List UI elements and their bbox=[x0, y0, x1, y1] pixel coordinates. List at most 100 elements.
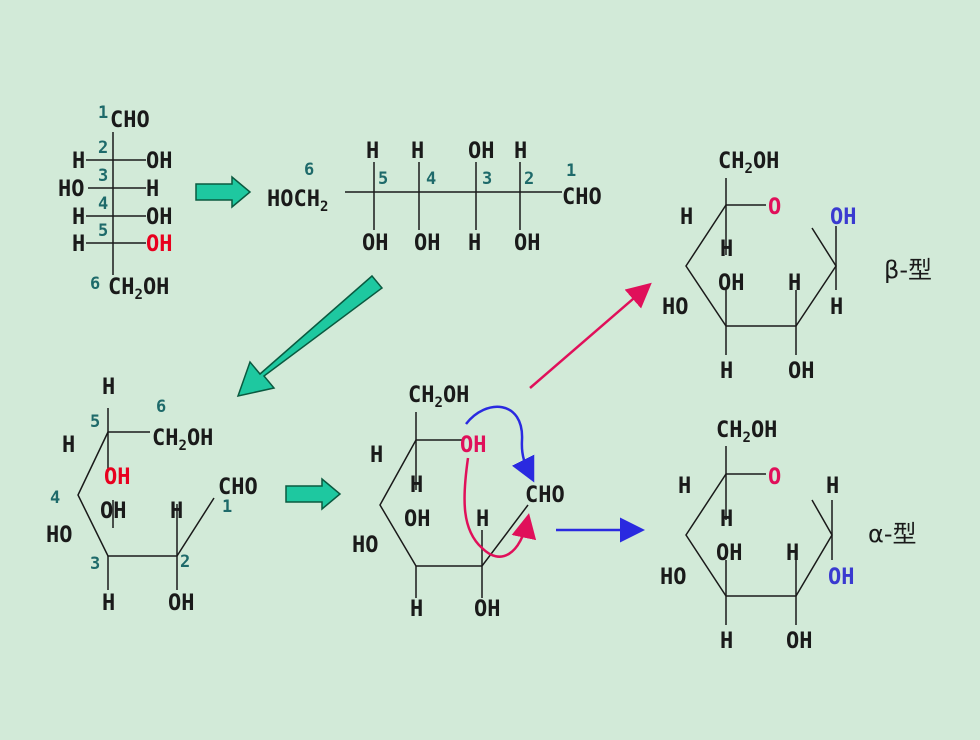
chain-cho: CHO bbox=[562, 185, 602, 210]
fischer-projection bbox=[86, 132, 146, 275]
fischer-num-3: 3 bbox=[98, 166, 108, 186]
arrow-down-left-icon bbox=[236, 274, 384, 398]
alpha-anomer-structure bbox=[685, 446, 833, 625]
arrow-right-icon bbox=[195, 175, 252, 209]
beta-type-label: β-型 bbox=[884, 256, 932, 284]
middle-ring-h-left: H bbox=[370, 443, 383, 468]
chain-num-6: 6 bbox=[304, 160, 314, 180]
chain-num-5: 5 bbox=[378, 169, 388, 189]
chain-num-3: 3 bbox=[482, 169, 492, 189]
beta-ch2oh: CH2OH bbox=[718, 149, 779, 177]
middle-ring-bonds bbox=[379, 439, 529, 567]
pink-curved-arrow-icon bbox=[463, 457, 537, 558]
fischer-cho: CHO bbox=[110, 108, 150, 133]
middle-ring-h-bot: H bbox=[410, 597, 423, 622]
open-ring-h-top: H bbox=[102, 375, 115, 400]
alpha-h-mid: H bbox=[786, 541, 799, 566]
chain-c3-bottom: H bbox=[468, 231, 481, 256]
chain-hoch2: HOCH2 bbox=[267, 187, 328, 215]
fischer-left-5: H bbox=[72, 232, 85, 257]
fischer-left-2: H bbox=[72, 149, 85, 174]
arrow-right-icon bbox=[285, 477, 342, 511]
alpha-ring-oxygen: O bbox=[768, 465, 781, 490]
open-ring-num-3: 3 bbox=[90, 554, 100, 574]
fischer-right-2: OH bbox=[146, 149, 173, 174]
chain-num-2: 2 bbox=[524, 169, 534, 189]
middle-ring-h-in: H bbox=[410, 473, 423, 498]
middle-ring-ho: HO bbox=[352, 533, 379, 558]
chain-labels: 6 HOCH2 1 CHO H 5 OH H 4 OH OH 3 H H 2 O… bbox=[267, 139, 602, 256]
open-ring-num-6: 6 bbox=[156, 397, 166, 417]
fischer-right-3: H bbox=[146, 177, 159, 202]
fischer-ch2oh: CH2OH bbox=[108, 275, 169, 303]
open-ring-structure bbox=[77, 408, 215, 590]
alpha-oh-anomeric: OH bbox=[828, 565, 855, 590]
fischer-left-4: H bbox=[72, 205, 85, 230]
alpha-h-left: H bbox=[678, 474, 691, 499]
beta-h-bot: H bbox=[720, 359, 733, 384]
open-ring-h-left: H bbox=[62, 433, 75, 458]
alpha-type-label: α-型 bbox=[868, 520, 916, 548]
open-ring-labels: H 6 5 CH2OH H OH CHO 1 4 OH H HO 3 2 H O… bbox=[46, 375, 258, 616]
open-ring-oh-bot: OH bbox=[168, 591, 195, 616]
pink-arrow-to-beta-icon bbox=[529, 282, 652, 389]
fischer-right-4: OH bbox=[146, 205, 173, 230]
fischer-num-5: 5 bbox=[98, 221, 108, 241]
beta-h-left: H bbox=[680, 205, 693, 230]
middle-ring-oh-mid: OH bbox=[404, 507, 431, 532]
beta-ho: HO bbox=[662, 295, 689, 320]
beta-ring-bonds bbox=[685, 204, 837, 327]
open-ring-num-1: 1 bbox=[222, 497, 232, 517]
middle-ring-oh-bot: OH bbox=[474, 597, 501, 622]
alpha-h-bot: H bbox=[720, 629, 733, 654]
middle-ring-ch2oh: CH2OH bbox=[408, 383, 469, 411]
fischer-right-5-highlight: OH bbox=[146, 232, 173, 257]
open-ring-num-2: 2 bbox=[180, 552, 190, 572]
chain-c3-top: OH bbox=[468, 139, 495, 164]
blue-curved-arrow-icon bbox=[465, 405, 535, 483]
horizontal-chain bbox=[345, 162, 562, 230]
beta-oh-mid: OH bbox=[718, 271, 745, 296]
chain-c4-top: H bbox=[411, 139, 424, 164]
alpha-ring-bonds bbox=[685, 473, 833, 597]
chain-c5-bottom: OH bbox=[362, 231, 389, 256]
beta-h-in: H bbox=[720, 237, 733, 262]
alpha-oh-mid: OH bbox=[716, 541, 743, 566]
beta-ring-oxygen: O bbox=[768, 195, 781, 220]
fischer-num-4: 4 bbox=[98, 194, 108, 214]
alpha-ch2oh: CH2OH bbox=[716, 418, 777, 446]
open-ring-cho: CHO bbox=[218, 475, 258, 500]
open-ring-h-bot: H bbox=[102, 591, 115, 616]
middle-ring-labels: CH2OH H OH H CHO OH H HO H OH bbox=[352, 383, 565, 622]
middle-ring-structure bbox=[379, 412, 529, 598]
chain-num-4: 4 bbox=[426, 169, 436, 189]
middle-ring-oh-highlight: OH bbox=[460, 433, 487, 458]
beta-h-right: H bbox=[830, 295, 843, 320]
fischer-labels: 1 CHO 2 H OH 3 HO H 4 H OH 5 H OH 6 CH2O… bbox=[58, 103, 173, 303]
open-ring-ho: HO bbox=[46, 523, 73, 548]
alpha-h-in: H bbox=[720, 507, 733, 532]
alpha-h-right: H bbox=[826, 474, 839, 499]
beta-oh-anomeric: OH bbox=[830, 205, 857, 230]
fischer-num-2: 2 bbox=[98, 138, 108, 158]
chain-c5-top: H bbox=[366, 139, 379, 164]
beta-oh-bot: OH bbox=[788, 359, 815, 384]
open-ring-oh5-highlight: OH bbox=[104, 465, 131, 490]
beta-h-mid: H bbox=[788, 271, 801, 296]
open-ring-oh-mid: OH bbox=[100, 499, 127, 524]
chain-c2-bottom: OH bbox=[514, 231, 541, 256]
open-ring-num-4: 4 bbox=[50, 488, 60, 508]
alpha-anomer-labels: CH2OH O H H H OH H HO OH H OH α-型 bbox=[660, 418, 916, 654]
alpha-oh-bot: OH bbox=[786, 629, 813, 654]
beta-anomer-labels: CH2OH O H OH H OH H HO H H OH β-型 bbox=[662, 149, 932, 384]
fischer-num-6: 6 bbox=[90, 274, 100, 294]
open-ring-num-5: 5 bbox=[90, 412, 100, 432]
chain-c4-bottom: OH bbox=[414, 231, 441, 256]
open-ring-h-mid: H bbox=[170, 499, 183, 524]
alpha-ho: HO bbox=[660, 565, 687, 590]
middle-ring-cho: CHO bbox=[525, 483, 565, 508]
chain-num-1: 1 bbox=[566, 161, 576, 181]
beta-anomer-structure bbox=[685, 178, 837, 355]
